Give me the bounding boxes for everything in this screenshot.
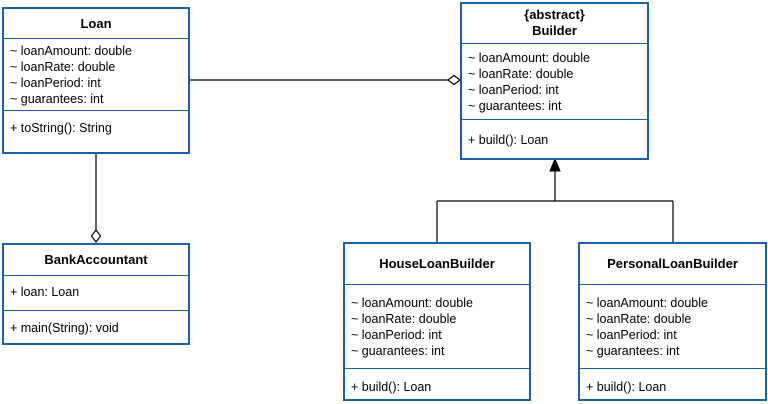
class-stereotype: {abstract}	[524, 7, 585, 22]
attribute: ~ loanRate: double	[468, 67, 574, 81]
operation: + build(): Loan	[468, 133, 549, 147]
attributes-section: ~ loanAmount: double ~ loanRate: double …	[580, 285, 765, 369]
houseloanbuilder-class[interactable]: HouseLoanBuilder ~ loanAmount: double ~ …	[343, 242, 531, 401]
operation: + build(): Loan	[586, 380, 667, 394]
attributes-section: + loan: Loan	[4, 276, 188, 311]
attributes-section: ~ loanAmount: double ~ loanRate: double …	[345, 285, 529, 369]
attribute: ~ guarantees: int	[586, 344, 680, 358]
operations-section: + main(String): void	[4, 311, 188, 339]
attribute: ~ guarantees: int	[351, 344, 445, 358]
builder-class[interactable]: {abstract} Builder ~ loanAmount: double …	[460, 2, 649, 160]
class-name: BankAccountant	[44, 252, 148, 267]
class-header: Loan	[4, 9, 188, 39]
attribute: ~ loanAmount: double	[351, 296, 473, 310]
class-header: PersonalLoanBuilder	[580, 244, 765, 285]
class-name: Builder	[532, 23, 577, 38]
attribute: ~ loanPeriod: int	[351, 328, 442, 342]
class-name: HouseLoanBuilder	[379, 256, 495, 271]
attribute: ~ loanAmount: double	[10, 44, 132, 58]
operation: + main(String): void	[10, 321, 119, 335]
attribute: ~ loanAmount: double	[586, 296, 708, 310]
attribute: ~ loanRate: double	[10, 60, 116, 74]
attribute: ~ loanPeriod: int	[586, 328, 677, 342]
attributes-section: ~ loanAmount: double ~ loanRate: double …	[4, 39, 188, 111]
bankaccountant-class[interactable]: BankAccountant + loan: Loan + main(Strin…	[2, 243, 190, 345]
attribute: ~ loanPeriod: int	[468, 83, 559, 97]
attribute: ~ guarantees: int	[10, 92, 104, 106]
personalloanbuilder-class[interactable]: PersonalLoanBuilder ~ loanAmount: double…	[578, 242, 767, 401]
generalization-arrowhead	[549, 157, 561, 172]
operations-section: + build(): Loan	[345, 369, 529, 398]
class-header: {abstract} Builder	[462, 4, 647, 44]
attribute: ~ loanAmount: double	[468, 51, 590, 65]
class-header: BankAccountant	[4, 245, 188, 276]
operations-section: + build(): Loan	[580, 369, 765, 398]
builder-aggregation-diamond	[447, 74, 461, 86]
class-name: Loan	[80, 16, 112, 31]
loan-class[interactable]: Loan ~ loanAmount: double ~ loanRate: do…	[2, 7, 190, 154]
bankaccountant-aggregation-diamond	[90, 229, 102, 243]
operations-section: + build(): Loan	[462, 120, 647, 151]
attributes-section: ~ loanAmount: double ~ loanRate: double …	[462, 44, 647, 120]
class-header: HouseLoanBuilder	[345, 244, 529, 285]
attribute: ~ loanPeriod: int	[10, 76, 101, 90]
operation: + toString(): String	[10, 121, 112, 135]
class-name: PersonalLoanBuilder	[607, 256, 738, 271]
operation: + build(): Loan	[351, 380, 432, 394]
operations-section: + toString(): String	[4, 111, 188, 139]
attribute: + loan: Loan	[10, 285, 80, 299]
attribute: ~ guarantees: int	[468, 99, 562, 113]
attribute: ~ loanRate: double	[586, 312, 692, 326]
attribute: ~ loanRate: double	[351, 312, 457, 326]
